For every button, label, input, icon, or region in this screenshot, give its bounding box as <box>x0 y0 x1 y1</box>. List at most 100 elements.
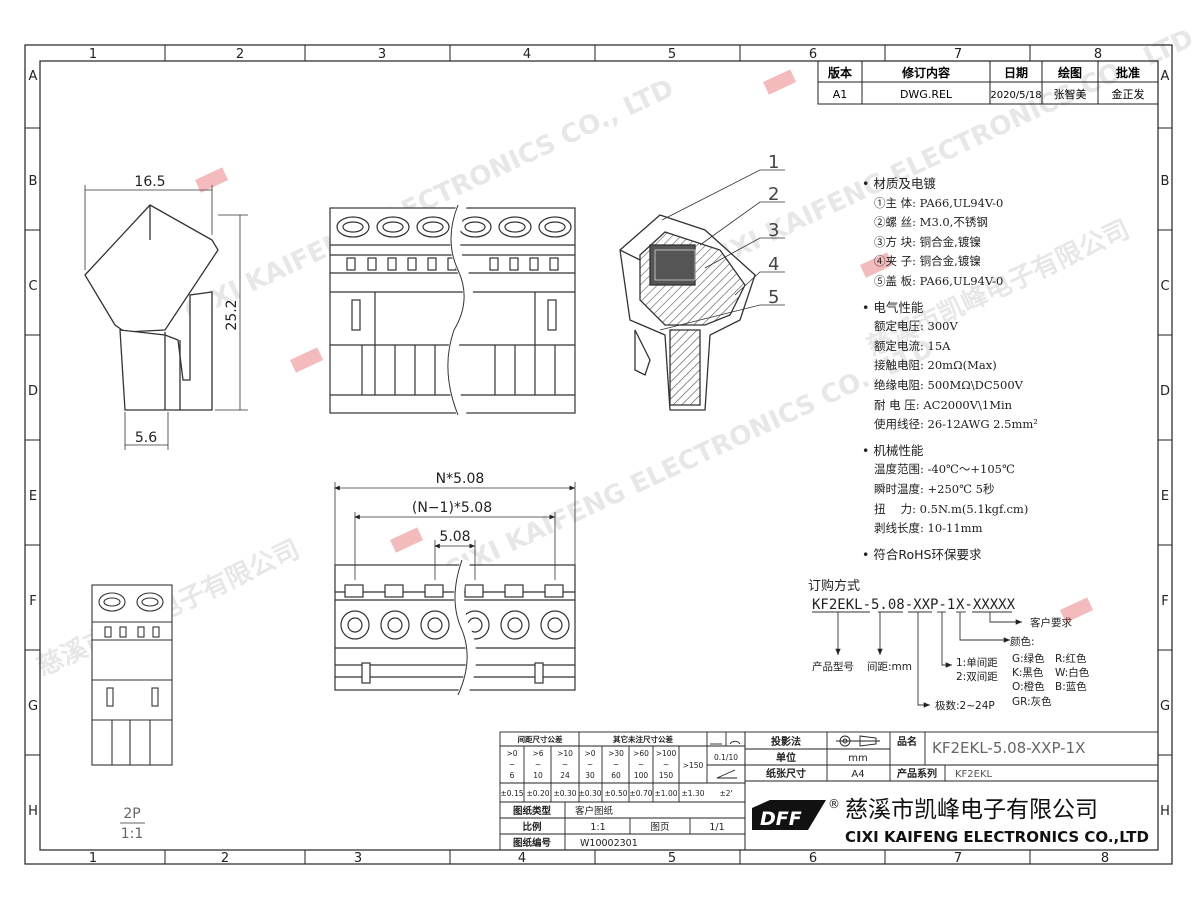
unit-label: 单位 <box>776 751 796 764</box>
col-label: 1 <box>89 47 97 62</box>
spec-line: 接触电阻: 20mΩ(Max) <box>874 358 997 373</box>
col-label: 8 <box>1094 47 1102 62</box>
break-line <box>454 559 468 696</box>
tol-range: 30 <box>585 771 595 780</box>
paper-value: A4 <box>851 769 864 780</box>
tol-range: >6 <box>532 749 543 758</box>
brand-watermark <box>195 69 1094 623</box>
section-leaders <box>659 169 785 331</box>
detail-poles: 2P <box>123 806 140 822</box>
spec-rohs: • 符合RoHS环保要求 <box>862 546 982 562</box>
spec-title-mechanical: • 机械性能 <box>862 442 924 458</box>
order-pitch: 间距:mm <box>867 660 912 673</box>
row-label: G <box>28 699 38 714</box>
tol-value: ±0.30 <box>579 789 602 798</box>
row-label: E <box>1161 489 1169 504</box>
drawing-number-label: 图纸编号 <box>513 837 552 849</box>
company-logo: DFF <box>752 800 826 830</box>
tol-range: >30 <box>608 749 624 758</box>
tol-value: ±1.00 <box>655 789 678 798</box>
tol-range: 150 <box>659 771 674 780</box>
dim-width: 16.5 <box>134 174 165 190</box>
rev-header: 绘图 <box>1058 65 1082 80</box>
row-label: C <box>28 279 37 294</box>
tol-tilde: ~ <box>587 760 593 769</box>
tol-value: ±0.50 <box>605 789 628 798</box>
series-label: 产品系列 <box>897 767 937 780</box>
col-label: 5 <box>668 47 676 62</box>
order-color: K:黑色 <box>1012 666 1044 679</box>
spec-line: ②螺 丝: M3.0,不锈钢 <box>874 215 988 230</box>
tol-range: 100 <box>634 771 649 780</box>
spec-line: 瞬时温度: +250℃ 5秒 <box>874 481 995 496</box>
svg-text:DFF: DFF <box>760 808 802 830</box>
angle-icon <box>716 769 737 779</box>
tol-value: ±0.70 <box>630 789 653 798</box>
title-block <box>744 731 1159 851</box>
scale-label: 比例 <box>522 821 541 833</box>
bottom-view <box>334 564 576 691</box>
rev-cell: A1 <box>833 88 848 101</box>
dim-pitch: 5.08 <box>439 529 470 545</box>
series-value: KF2EKL <box>955 769 993 780</box>
tol-value: ±1.30 <box>682 789 705 798</box>
callout-3: 3 <box>768 220 779 241</box>
drawing-number: W10002301 <box>580 838 638 849</box>
break-line <box>454 558 477 698</box>
dim-total: N*5.08 <box>436 471 485 487</box>
row-label: D <box>1160 384 1170 399</box>
order-color: O:橙色 <box>1012 680 1045 693</box>
spec-line: 使用线径: 26-12AWG 2.5mm² <box>874 417 1038 432</box>
col-label: 4 <box>523 47 531 62</box>
spec-line: ④夹 子: 铜合金,镀镍 <box>874 254 981 269</box>
row-label: D <box>28 384 38 399</box>
tol-other-title: 其它未注尺寸公差 <box>613 734 673 744</box>
tol-tilde: ~ <box>638 760 644 769</box>
col-label: 3 <box>378 47 386 62</box>
order-code-a: KF2EKL-5.08-XXP-1 <box>812 597 955 613</box>
specifications: • 材质及电镀 ①主 体: PA66,UL94V-0 ②螺 丝: M3.0,不锈… <box>862 168 1102 564</box>
tol-range: >0 <box>584 749 595 758</box>
spec-line: 额定电流: 15A <box>874 338 951 353</box>
order-color: W:白色 <box>1055 666 1090 679</box>
projection-label: 投影法 <box>771 735 801 748</box>
rev-cell: 2020/5/18 <box>990 90 1041 101</box>
row-label: F <box>1161 594 1168 609</box>
company-name-cn: 慈溪市凯峰电子有限公司 <box>845 797 1098 823</box>
drawing-type-label: 图纸类型 <box>513 805 552 817</box>
tol-range: 10 <box>533 771 543 780</box>
bottom-dimensions <box>334 482 576 580</box>
col-label: 4 <box>518 851 526 866</box>
col-label: 5 <box>668 851 676 866</box>
order-color: GR:灰色 <box>1012 695 1052 708</box>
tol-tilde: ~ <box>535 760 541 769</box>
row-label: C <box>1160 279 1169 294</box>
tol-angle: 0.1/10 <box>714 753 738 762</box>
col-label: 2 <box>236 47 244 62</box>
col-label: 3 <box>354 851 362 866</box>
order-title: 订购方式 <box>808 578 860 594</box>
tol-range: 6 <box>510 771 515 780</box>
dim-height: 25.2 <box>224 299 240 330</box>
row-label: A <box>29 69 38 84</box>
spec-line: 扭 力: 0.5N.m(5.1kgf.cm) <box>874 501 1029 516</box>
row-label: E <box>29 489 37 504</box>
order-poles: 极数:2~24P <box>935 699 995 712</box>
tol-range: >10 <box>557 749 573 758</box>
col-label: 6 <box>809 47 817 62</box>
spec-line: ⑤盖 板: PA66,UL94V-0 <box>874 273 1004 288</box>
tol-tilde: ~ <box>562 760 568 769</box>
spec-line: ①主 体: PA66,UL94V-0 <box>874 195 1004 210</box>
tol-tilde: ~ <box>663 760 669 769</box>
col-label: 8 <box>1101 851 1109 866</box>
projection-icon <box>836 735 880 747</box>
spec-line: 耐 电 压: AC2000V\1Min <box>874 397 1013 412</box>
detail-2p <box>91 584 173 766</box>
tol-angle2: ±2' <box>719 789 732 798</box>
tol-value: ±0.20 <box>527 789 550 798</box>
spec-line: 绝缘电阻: 500MΩ\DC500V <box>874 377 1023 392</box>
order-pitch-single: 1:单间距 <box>956 656 998 669</box>
symbol-icons <box>710 740 741 745</box>
tol-over: >150 <box>683 761 704 770</box>
